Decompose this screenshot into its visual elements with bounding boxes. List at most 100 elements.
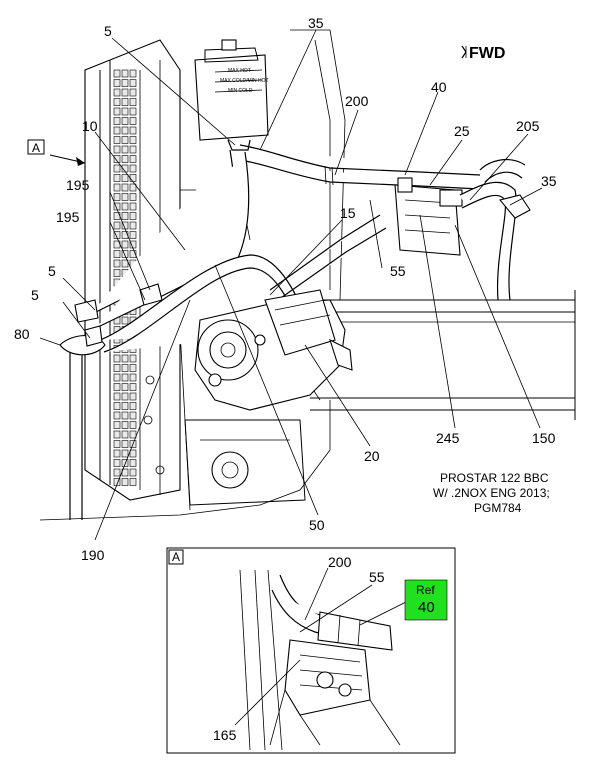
view-a-indicator: A	[27, 139, 86, 166]
tank-label-max-hot: MAX HOT	[228, 68, 251, 74]
radiator-grille-cell	[121, 164, 129, 173]
callout-200: 200	[345, 93, 369, 109]
radiator-grille-cell	[113, 174, 121, 182]
callout-50: 50	[309, 517, 325, 533]
ref-word: Ref	[416, 583, 435, 597]
radiator-grille-cell	[129, 373, 137, 382]
model-caption: PROSTAR 122 BBC W/ .2NOX ENG 2013; PGM78…	[433, 471, 550, 515]
radiator-grille-cell	[121, 478, 129, 486]
callout-35-top: 35	[308, 15, 324, 31]
detail-callout-165: 165	[213, 727, 237, 743]
detail-callout-55: 55	[369, 569, 385, 585]
radiator-grille-cell	[113, 354, 121, 363]
radiator-grille-cell	[129, 155, 137, 163]
radiator-grille-cell	[113, 421, 121, 429]
callout-80: 80	[14, 326, 30, 342]
radiator-grille-cell	[113, 383, 121, 391]
radiator-grille-cell	[113, 117, 121, 125]
radiator-grille-cell	[129, 174, 137, 182]
radiator-grille-cell	[113, 269, 121, 277]
radiator-grille-cell	[113, 430, 121, 439]
radiator-grille-cell	[121, 107, 129, 116]
coolant-reservoir: MAX HOT MAX COLD/MIN HOT MIN COLD	[194, 39, 269, 151]
radiator-grille-cell	[113, 183, 121, 192]
radiator-grille-cell	[121, 174, 129, 182]
coolant-hose-main	[89, 144, 481, 329]
frame-rail	[290, 29, 576, 420]
radiator-grille-cell	[129, 240, 137, 249]
radiator-grille-cell	[113, 459, 121, 467]
radiator-grille-cell	[113, 136, 121, 144]
tank-label-max-cold: MAX COLD/MIN HOT	[220, 78, 269, 84]
radiator-grille-cell	[113, 164, 121, 173]
radiator-grille-cell	[121, 250, 129, 258]
radiator-grille-cell	[121, 240, 129, 249]
radiator-grille-cell	[121, 117, 129, 125]
radiator-grille-cell	[113, 155, 121, 163]
hose-15	[269, 214, 387, 301]
radiator-grille-cell	[121, 183, 129, 192]
callout-15: 15	[340, 205, 356, 221]
radiator-grille-cell	[121, 449, 129, 458]
radiator-grille-cell	[121, 136, 129, 144]
radiator-grille-cell	[129, 421, 137, 429]
main-illustration: MAX HOT MAX COLD/MIN HOT MIN COLD	[14, 15, 576, 563]
radiator-grille-cell	[113, 107, 121, 116]
callout-195-lower: 195	[56, 209, 80, 225]
radiator-grille-cell	[113, 411, 121, 420]
tank-label-min-cold: MIN COLD	[228, 88, 253, 94]
radiator-grille-cell	[113, 145, 121, 154]
radiator-grille-cell	[121, 383, 129, 391]
callout-25: 25	[454, 123, 470, 139]
callout-20: 20	[364, 448, 380, 464]
radiator-grille-cell	[121, 126, 129, 135]
radiator-grille-cell	[129, 221, 137, 230]
radiator-grille-cell	[121, 354, 129, 363]
fwd-label: FWD	[469, 45, 505, 62]
radiator-grille-cell	[129, 98, 137, 106]
radiator-grille-cell	[113, 392, 121, 401]
radiator-grille-cell	[129, 79, 137, 87]
radiator-grille-cell	[121, 202, 129, 211]
radiator-grille-cell	[121, 373, 129, 382]
radiator-grille-cell	[129, 126, 137, 135]
radiator-grille-cell	[121, 155, 129, 163]
callout-205: 205	[516, 118, 540, 134]
radiator-grille-cell	[113, 259, 121, 268]
radiator-grille-cell	[113, 440, 121, 448]
callout-195-upper: 195	[66, 177, 90, 193]
radiator-grille-cell	[129, 212, 137, 220]
radiator-grille-cell	[121, 430, 129, 439]
callout-245: 245	[436, 430, 460, 446]
detail-illustration	[234, 567, 411, 751]
radiator-grille-cell	[121, 98, 129, 106]
callout-150: 150	[532, 430, 556, 446]
callout-10: 10	[82, 118, 98, 134]
radiator-grille-cell	[129, 69, 137, 78]
radiator-grille-cell	[121, 392, 129, 401]
radiator-grille-cell	[121, 421, 129, 429]
radiator-grille-cell	[113, 364, 121, 372]
callout-5-top: 5	[104, 23, 112, 39]
radiator-grille-cell	[129, 117, 137, 125]
radiator-grille-cell	[121, 440, 129, 448]
caption-line-2: W/ .2NOX ENG 2013;	[433, 486, 550, 500]
radiator-grille-cell	[129, 364, 137, 372]
callout-35-right: 35	[541, 173, 557, 189]
radiator-grille-cell	[113, 250, 121, 258]
radiator-grille-cell	[121, 316, 129, 325]
radiator-grille-cell	[129, 430, 137, 439]
radiator-grille-cell	[113, 69, 121, 78]
radiator-grille-cell	[129, 107, 137, 116]
radiator-grille-cell	[113, 221, 121, 230]
radiator-grille-cell	[129, 449, 137, 458]
callouts: 5 35 40 200 10 25 205 35 195 15 195 55 5…	[14, 15, 557, 563]
pump-assembly	[194, 289, 353, 411]
radiator-grille-cell	[121, 145, 129, 154]
radiator-grille-cell	[129, 136, 137, 144]
radiator-grille-cell	[121, 231, 129, 239]
radiator-grille-cell	[121, 193, 129, 201]
caption-line-3: PGM784	[474, 501, 522, 515]
radiator-grille-cell	[113, 373, 121, 382]
